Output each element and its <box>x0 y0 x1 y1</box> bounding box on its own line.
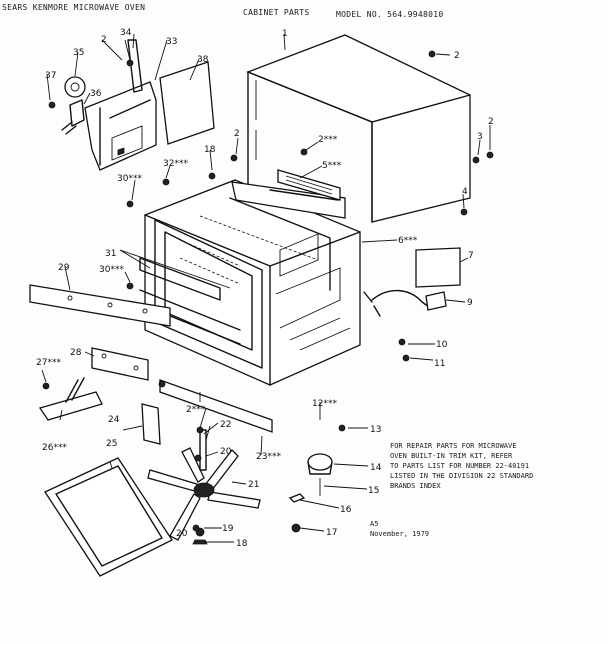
leader-lines <box>41 33 491 543</box>
callout-27: 27*** <box>36 358 61 368</box>
callout-15: 15 <box>368 486 379 496</box>
callout-26: 26*** <box>42 443 67 453</box>
diagram-code: A5 <box>370 520 379 528</box>
callout-25: 25 <box>106 439 117 449</box>
front-trim-panel-part <box>29 284 171 327</box>
callout-5: 5*** <box>322 161 342 171</box>
note-line: FOR REPAIR PARTS FOR MICROWAVE <box>390 442 517 450</box>
control-bracket-part <box>84 39 215 171</box>
callout-32: 32*** <box>163 159 188 169</box>
callout-13: 13 <box>370 425 381 435</box>
screws-and-fasteners <box>42 50 494 532</box>
diagram-date: November, 1979 <box>370 530 430 538</box>
callout-2: 2 <box>234 129 240 139</box>
callout-17: 17 <box>326 528 337 538</box>
callout-14: 14 <box>370 463 382 473</box>
bottom-rail-part <box>159 379 273 433</box>
shield-plate-part <box>141 403 161 445</box>
callout-29: 29 <box>58 263 70 273</box>
fan-nut-part <box>192 539 208 545</box>
callout-3: 3 <box>477 132 483 142</box>
callout-23: 23*** <box>256 452 281 462</box>
callout-2: 2 <box>488 117 494 127</box>
callout-34: 34 <box>120 28 132 38</box>
choke-plate-part <box>91 347 149 381</box>
glass-tray-part <box>44 457 173 577</box>
callout-36: 36 <box>90 89 102 99</box>
oven-cavity-frame <box>139 179 361 386</box>
callout-11: 11 <box>434 359 445 369</box>
stirrer-motor-part <box>288 453 333 533</box>
callout-2: 2 <box>454 51 460 61</box>
diagram-brand-title: SEARS KENMORE MICROWAVE OVEN <box>2 3 146 12</box>
callout-4: 4 <box>462 187 468 197</box>
callout-2-marked: 2*** <box>186 405 206 415</box>
stirrer-fan-part <box>147 429 261 541</box>
callout-9: 9 <box>467 298 473 308</box>
note-line: OVEN BUILT-IN TRIM KIT, REFER <box>390 452 513 460</box>
power-cord-part <box>363 289 447 317</box>
note-line: TO PARTS LIST FOR NUMBER 22-40191 <box>390 462 530 470</box>
hinge-bracket-part <box>38 377 103 421</box>
callout-28: 28 <box>70 348 82 358</box>
note-line: LISTED IN THE DIVISION 22 STANDARD <box>390 472 534 480</box>
callout-6: 6*** <box>398 236 418 246</box>
callout-2-marked: 2*** <box>318 135 338 145</box>
diagram-section-title: CABINET PARTS <box>243 8 310 17</box>
back-plate-part <box>415 247 461 288</box>
cabinet-wrapper-part <box>246 34 471 223</box>
callout-18: 18 <box>204 145 216 155</box>
callout-24: 24 <box>108 415 120 425</box>
callout-38: 38 <box>197 55 209 65</box>
diagram-model-number: MODEL NO. 564.9948010 <box>336 10 444 19</box>
callout-1: 1 <box>282 29 288 39</box>
callout-10: 10 <box>436 340 448 350</box>
callout-20: 20 <box>220 447 232 457</box>
repair-parts-note: FOR REPAIR PARTS FOR MICROWAVE OVEN BUIL… <box>390 441 533 491</box>
callout-labels: 1 2 2 2 2 2*** 2*** 3 4 5*** 6*** 7 9 10… <box>36 28 494 549</box>
note-line: BRANDS INDEX <box>390 482 441 490</box>
callout-7: 7 <box>468 251 474 261</box>
callout-33: 33 <box>166 37 177 47</box>
callout-21: 21 <box>248 480 259 490</box>
callout-31: 31 <box>105 249 116 259</box>
callout-2: 2 <box>101 35 107 45</box>
callout-35: 35 <box>73 48 84 58</box>
vent-cover-part <box>277 169 341 201</box>
callout-30: 30*** <box>117 174 142 184</box>
callout-20: 20 <box>176 529 188 539</box>
callout-30: 30*** <box>99 265 124 275</box>
timer-knob-part <box>48 76 86 135</box>
callout-37: 37 <box>45 71 56 81</box>
callout-22: 22 <box>220 420 231 430</box>
callout-18: 18 <box>236 539 248 549</box>
callout-16: 16 <box>340 505 352 515</box>
callout-12: 12*** <box>312 399 337 409</box>
callout-19: 19 <box>222 524 234 534</box>
